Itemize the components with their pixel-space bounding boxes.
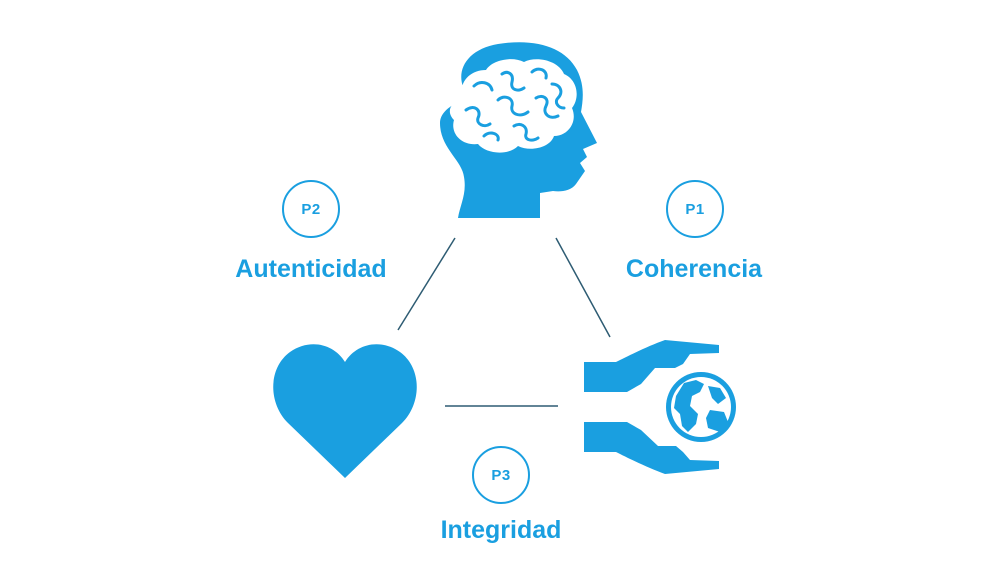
label-integridad: Integridad xyxy=(440,516,562,544)
connector-head-heart xyxy=(397,237,456,331)
badge-p3: P3 xyxy=(472,446,530,504)
connector-head-hands xyxy=(555,237,611,338)
badge-p1: P1 xyxy=(666,180,724,238)
label-coherencia: Coherencia xyxy=(625,255,763,283)
badge-p2: P2 xyxy=(282,180,340,238)
label-autenticidad: Autenticidad xyxy=(235,255,387,283)
